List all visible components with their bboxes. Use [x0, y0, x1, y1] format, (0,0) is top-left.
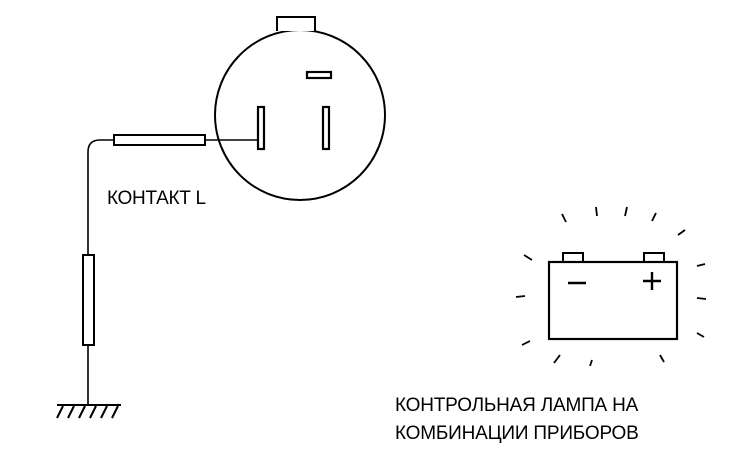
- lamp-glow-rays: [515, 206, 707, 367]
- contact-l-label: КОНТАКТ L: [107, 188, 206, 209]
- battery-icon: [547, 260, 679, 341]
- wire: [82, 134, 258, 405]
- battery-terminal-left: [562, 252, 584, 263]
- wire-fuse-vertical: [82, 254, 95, 346]
- connector-key: [276, 16, 316, 31]
- lamp-label-line2: КОМБИНАЦИИ ПРИБОРОВ: [395, 423, 639, 444]
- ground-symbol: [56, 404, 121, 419]
- wire-path: [87, 139, 258, 405]
- connector-body: [214, 29, 386, 201]
- lamp-label-line1: КОНТРОЛЬНАЯ ЛАМПА НА: [395, 395, 639, 416]
- battery-warning-lamp: [515, 206, 707, 367]
- connector-slot-horizontal: [305, 70, 333, 80]
- battery-terminal-right: [643, 252, 665, 263]
- connector-pin-right: [321, 105, 331, 151]
- connector: [214, 16, 386, 201]
- wire-fuse-horizontal: [113, 134, 206, 146]
- connector-pin-l: [256, 105, 266, 151]
